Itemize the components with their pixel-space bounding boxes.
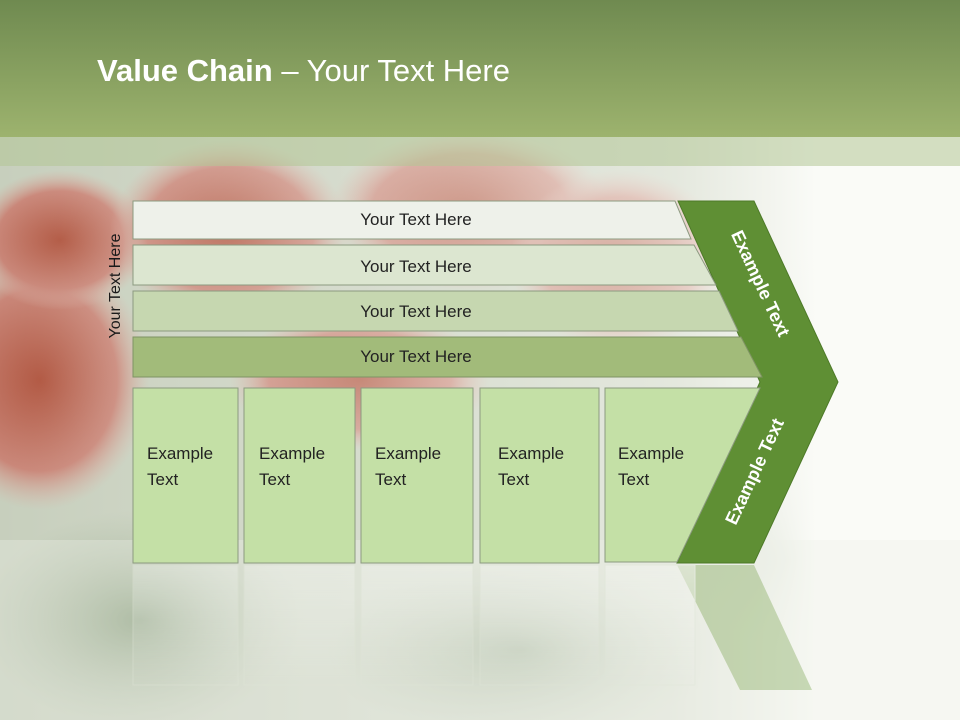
box-line2: Text [498, 470, 529, 489]
example-box [604, 387, 761, 563]
title-rest: – Your Text Here [272, 53, 510, 88]
page-title: Value Chain – Your Text Here [97, 53, 510, 89]
reflection-box [479, 564, 600, 686]
box-line2: Text [147, 470, 178, 489]
header-strip [0, 137, 960, 166]
box-line1: Example [375, 444, 441, 463]
row-label: Your Text Here [360, 210, 472, 229]
box-line2: Text [259, 470, 290, 489]
example-box [132, 387, 239, 564]
example-box [243, 387, 356, 564]
box-line2: Text [375, 470, 406, 489]
box-line1: Example [147, 444, 213, 463]
reflection-box [360, 564, 474, 686]
box-line2: Text [618, 470, 649, 489]
box-line1: Example [259, 444, 325, 463]
box-line1: Example [498, 444, 564, 463]
chevron-arrow [676, 200, 839, 564]
row-shape [132, 290, 739, 332]
example-box [479, 387, 600, 564]
title-bold: Value Chain [97, 53, 273, 88]
reflection [132, 564, 812, 690]
reflection-box [604, 564, 696, 686]
row-label: Your Text Here [360, 302, 472, 321]
row-label: Your Text Here [360, 347, 472, 366]
reflection-box [132, 564, 239, 686]
row-label: Your Text Here [360, 257, 472, 276]
row-shape [132, 244, 717, 286]
box-line1: Example [618, 444, 684, 463]
row-shape [132, 200, 692, 240]
reflection-box [243, 564, 356, 686]
row-shape [132, 336, 763, 378]
example-box [360, 387, 474, 564]
header-bar [0, 0, 960, 137]
reflection-chevron-lower [677, 565, 812, 690]
